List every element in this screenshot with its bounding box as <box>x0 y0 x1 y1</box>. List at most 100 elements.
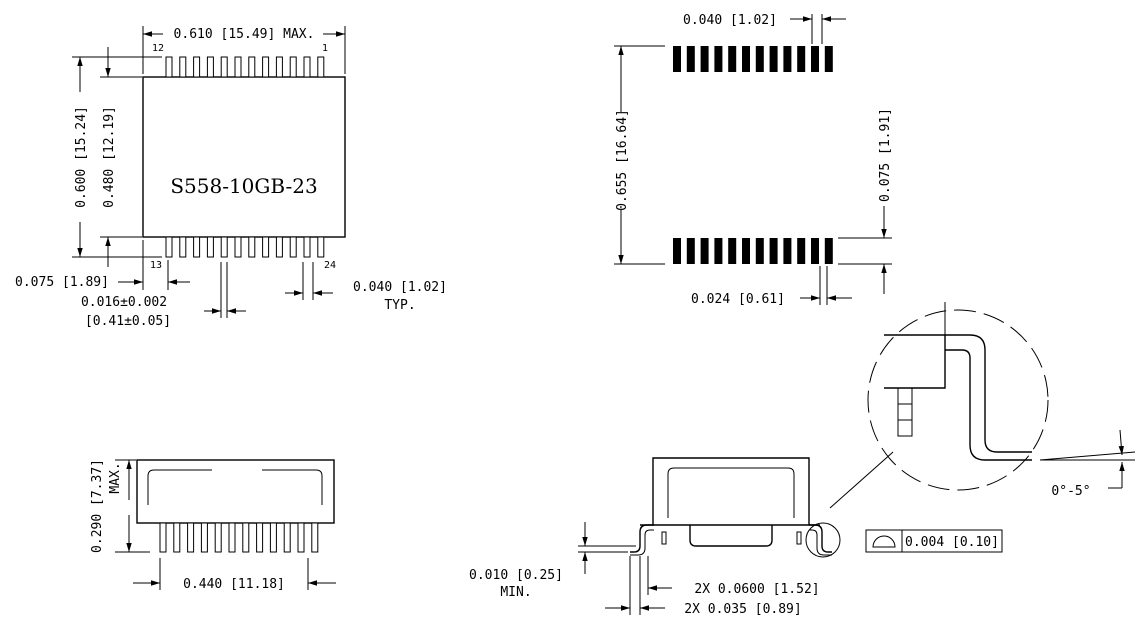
body-height-dimension: 0.480 [12.19] <box>102 106 117 208</box>
side-lead-pin <box>242 522 250 553</box>
footprint-pad <box>728 238 737 264</box>
side-lead-pin <box>200 522 208 553</box>
footprint-pad <box>769 238 778 264</box>
side-lead-pin <box>256 522 264 553</box>
end-body-outline <box>652 457 810 525</box>
footprint-pad <box>673 238 681 264</box>
pin-12-label: 12 <box>152 43 164 54</box>
lead-pin <box>220 56 228 78</box>
detail-leader-line <box>829 451 894 509</box>
foot-offset-dimension: 2X 0.035 [0.89] <box>684 602 801 617</box>
pitch-dimension: 0.040 [1.02] <box>353 280 447 295</box>
lead-pin <box>275 236 283 258</box>
footprint-pad <box>700 238 709 264</box>
bottom-lead-row <box>165 236 325 258</box>
footprint-pad <box>811 46 819 72</box>
footprint-pad <box>686 46 695 72</box>
package-body-outline <box>142 76 346 238</box>
lead-pin <box>303 236 311 258</box>
footprint-pad <box>824 46 833 72</box>
lead-pin <box>206 56 214 78</box>
pad-length-dimension: 0.075 [1.91] <box>878 108 893 202</box>
side-body-outline <box>136 459 335 524</box>
pin-1-label: 1 <box>322 43 328 54</box>
pin-stub <box>796 531 802 545</box>
pin-24-label: 24 <box>324 260 336 271</box>
footprint-pad <box>783 238 792 264</box>
end-standoff-step <box>689 525 773 547</box>
footprint-pad <box>797 46 806 72</box>
detail-pin-stub <box>897 387 913 437</box>
side-view: 0.290 [7.37] MAX. 0.440 [11.18] <box>90 459 336 592</box>
footprint-pad <box>714 46 723 72</box>
side-inner-contour <box>262 469 323 505</box>
lead-width-dimension: 0.016±0.002 <box>81 295 167 310</box>
footprint-pad <box>755 238 764 264</box>
pcb-footprint: 0.040 [1.02] 0.655 [16.64] 0.075 [1.91] … <box>614 13 893 307</box>
footprint-pad <box>824 238 833 264</box>
lead-pin <box>303 56 311 78</box>
footprint-pad <box>686 238 695 264</box>
detail-callout-circle <box>805 522 841 558</box>
footprint-pad <box>783 46 792 72</box>
right-lead-inner <box>809 529 832 556</box>
detail-dashed-circle <box>867 309 1049 491</box>
footprint-bottom-pad-row <box>673 238 833 264</box>
lead-pin <box>193 56 201 78</box>
side-lead-pin <box>311 522 319 553</box>
lead-pin <box>234 236 242 258</box>
pin-stub <box>661 531 667 545</box>
height-max-dimension: 0.290 [7.37] <box>90 459 105 553</box>
standoff-dimension: 0.010 [0.25] <box>469 568 563 583</box>
overall-span-dimension: 0.655 [16.64] <box>615 109 630 211</box>
left-lead <box>630 524 654 553</box>
lead-pin <box>317 236 325 258</box>
detail-lead-inner <box>945 349 1032 461</box>
lead-pin <box>289 56 297 78</box>
lead-pin <box>248 236 256 258</box>
lead-pin <box>317 56 325 78</box>
lead-detail-view: 0°-5° <box>867 302 1135 499</box>
footprint-top-pad-row <box>673 46 833 72</box>
surface-profile-icon <box>872 535 896 548</box>
overall-height-dimension: 0.600 [15.24] <box>74 106 89 208</box>
part-number-label: S558-10GB-23 <box>170 174 317 198</box>
footprint-pad <box>811 238 819 264</box>
lead-pin <box>275 56 283 78</box>
angle-tilt-line <box>1039 451 1135 461</box>
lead-pin <box>165 236 173 258</box>
pad-width-dimension: 0.024 [0.61] <box>691 292 785 307</box>
footprint-pad <box>728 46 737 72</box>
pad-pitch-dimension: 0.040 [1.02] <box>683 13 777 28</box>
coplanarity-frame <box>865 529 1003 553</box>
side-lead-pin <box>159 522 167 553</box>
footprint-pad <box>673 46 681 72</box>
lead-pin <box>165 56 173 78</box>
side-lead-row <box>159 522 319 553</box>
side-lead-pin <box>297 522 305 553</box>
footprint-pad <box>700 46 709 72</box>
side-lead-pin <box>228 522 236 553</box>
right-lead <box>809 524 832 553</box>
angle-arrow <box>1118 429 1124 456</box>
length-dimension: 0.440 [11.18] <box>183 577 285 592</box>
standoff-min-note: MIN. <box>500 585 531 600</box>
detail-body-corner <box>884 334 946 389</box>
angle-dimension: 0°-5° <box>1051 484 1090 499</box>
lead-pin <box>262 236 270 258</box>
lead-pin <box>220 236 228 258</box>
footprint-pad <box>714 238 723 264</box>
lead-pin <box>179 56 187 78</box>
footprint-pad <box>797 238 806 264</box>
lead-pin <box>193 236 201 258</box>
footprint-pad <box>742 238 750 264</box>
height-max-note: MAX. <box>108 462 123 493</box>
top-view: S558-10GB-23 12 1 13 24 0.610 [15.49] MA… <box>15 26 447 329</box>
footprint-pad <box>742 46 750 72</box>
lead-pin <box>289 236 297 258</box>
width-max-dimension: 0.610 [15.49] MAX. <box>174 27 315 42</box>
side-lead-pin <box>269 522 277 553</box>
pitch-typ-note: TYP. <box>384 298 415 313</box>
